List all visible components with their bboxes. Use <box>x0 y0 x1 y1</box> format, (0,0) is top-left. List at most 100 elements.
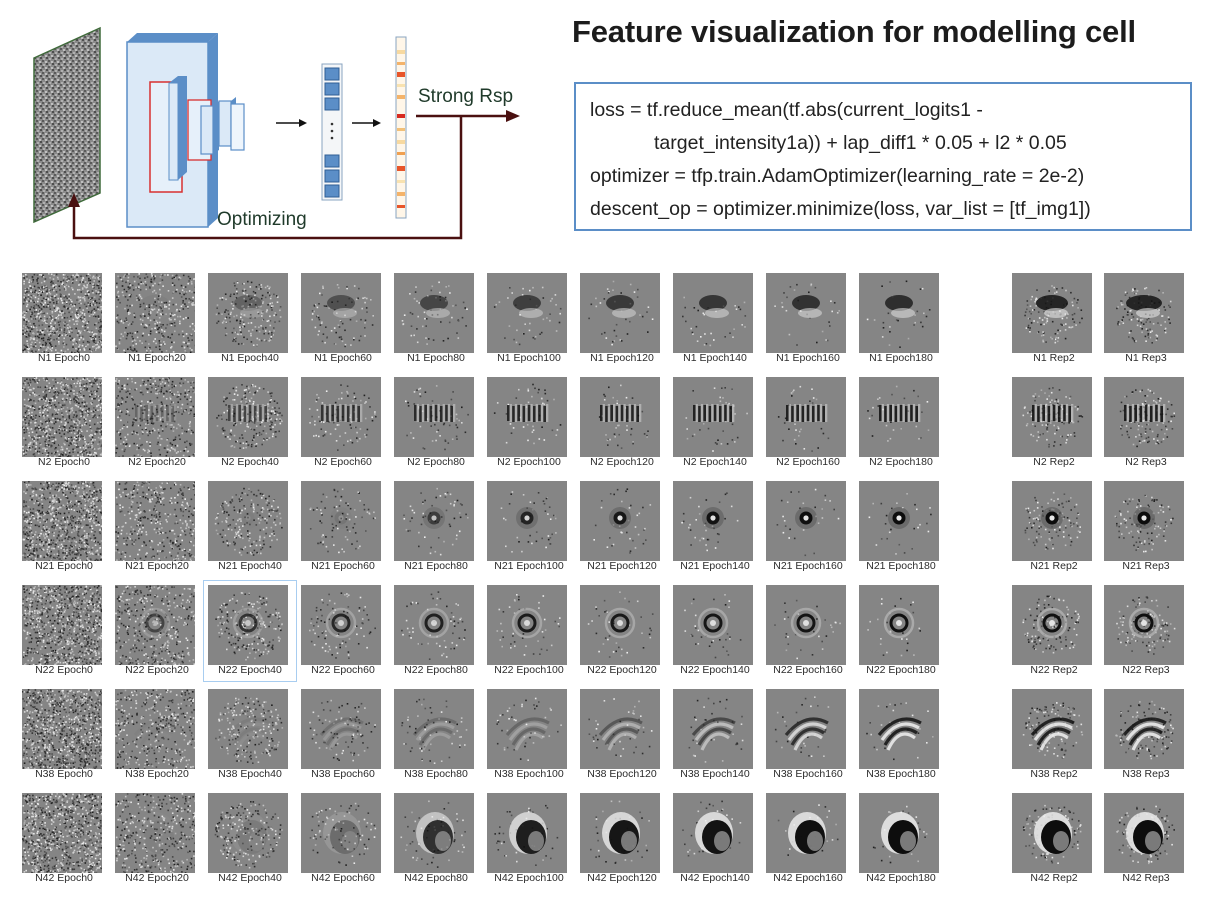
feature-image <box>208 585 288 665</box>
feature-image <box>301 377 381 457</box>
visualization-tile: N2 Epoch140 <box>669 373 761 473</box>
tile-caption: N2 Epoch60 <box>314 456 372 468</box>
feature-image <box>1104 377 1184 457</box>
feature-image <box>394 377 474 457</box>
code-line: optimizer = tfp.train.AdamOptimizer(lear… <box>590 165 1085 187</box>
tile-caption: N38 Epoch60 <box>311 768 375 780</box>
feature-image <box>859 273 939 353</box>
feature-image <box>859 793 939 873</box>
tile-caption: N2 Epoch180 <box>869 456 933 468</box>
visualization-tile: N1 Epoch20 <box>111 269 203 369</box>
feature-image <box>22 689 102 769</box>
tile-caption: N38 Epoch0 <box>35 768 93 780</box>
feature-image <box>487 273 567 353</box>
visualization-tile: N42 Epoch40 <box>204 789 296 889</box>
feature-image <box>1012 273 1092 353</box>
tile-caption: N42 Epoch60 <box>311 872 375 884</box>
tile-caption: N1 Epoch20 <box>128 352 186 364</box>
visualization-tile: N38 Rep2 <box>1008 685 1100 785</box>
feature-image <box>115 273 195 353</box>
tile-caption: N42 Epoch0 <box>35 872 93 884</box>
page-title: Feature visualization for modelling cell <box>572 14 1136 49</box>
tile-caption: N22 Epoch140 <box>680 664 750 676</box>
visualization-tile: N1 Epoch0 <box>18 269 110 369</box>
visualization-tile: N21 Rep3 <box>1100 477 1192 577</box>
visualization-tile: N2 Epoch160 <box>762 373 854 473</box>
tile-caption: N1 Epoch120 <box>590 352 654 364</box>
feature-image <box>22 585 102 665</box>
visualization-tile: N21 Epoch80 <box>390 477 482 577</box>
tile-caption: N21 Epoch180 <box>866 560 936 572</box>
visualization-tile: N1 Rep3 <box>1100 269 1192 369</box>
tile-caption: N38 Epoch40 <box>218 768 282 780</box>
visualization-tile: N42 Epoch100 <box>483 789 575 889</box>
feature-image <box>1012 585 1092 665</box>
feature-image <box>1012 481 1092 561</box>
tile-caption: N2 Epoch20 <box>128 456 186 468</box>
visualization-tile: N38 Epoch180 <box>855 685 947 785</box>
tile-caption: N22 Epoch40 <box>218 664 282 676</box>
tile-caption: N42 Epoch120 <box>587 872 657 884</box>
feature-image <box>22 481 102 561</box>
visualization-tile: N1 Epoch180 <box>855 269 947 369</box>
tile-caption: N2 Epoch40 <box>221 456 279 468</box>
feature-image <box>487 585 567 665</box>
feature-image <box>208 793 288 873</box>
visualization-tile: N22 Epoch80 <box>390 581 482 681</box>
visualization-tile: N2 Epoch60 <box>297 373 389 473</box>
visualization-tile: N2 Epoch180 <box>855 373 947 473</box>
tile-caption: N2 Epoch120 <box>590 456 654 468</box>
feature-image <box>487 377 567 457</box>
code-line: target_intensity1a)) + lap_diff1 * 0.05 … <box>654 132 1067 154</box>
visualization-tile: N2 Rep2 <box>1008 373 1100 473</box>
tile-caption: N21 Rep3 <box>1122 560 1170 572</box>
feature-image <box>673 377 753 457</box>
visualization-tile: N22 Epoch120 <box>576 581 668 681</box>
tile-caption: N1 Epoch60 <box>314 352 372 364</box>
feature-image <box>487 793 567 873</box>
feature-image <box>208 689 288 769</box>
code-box: loss = tf.reduce_mean(tf.abs(current_log… <box>574 82 1192 231</box>
tile-caption: N2 Epoch80 <box>407 456 465 468</box>
visualization-tile: N2 Epoch20 <box>111 373 203 473</box>
feature-image <box>115 793 195 873</box>
tile-caption: N42 Epoch80 <box>404 872 468 884</box>
visualization-tile: N42 Rep3 <box>1100 789 1192 889</box>
tile-caption: N1 Epoch80 <box>407 352 465 364</box>
visualization-tile: N21 Epoch100 <box>483 477 575 577</box>
visualization-tile: N2 Epoch0 <box>18 373 110 473</box>
visualization-tile: N22 Epoch40 <box>203 580 297 682</box>
feature-image <box>580 481 660 561</box>
visualization-tile: N21 Epoch0 <box>18 477 110 577</box>
tile-caption: N38 Epoch120 <box>587 768 657 780</box>
tile-caption: N21 Epoch140 <box>680 560 750 572</box>
tile-caption: N21 Epoch0 <box>35 560 93 572</box>
feature-image <box>115 689 195 769</box>
visualization-tile: N38 Epoch100 <box>483 685 575 785</box>
strong-response-label: Strong Rsp <box>418 86 514 107</box>
code-line: loss = tf.reduce_mean(tf.abs(current_log… <box>590 99 983 121</box>
tile-caption: N42 Epoch180 <box>866 872 936 884</box>
feature-image <box>115 377 195 457</box>
tile-caption: N42 Epoch140 <box>680 872 750 884</box>
feature-image <box>301 481 381 561</box>
visualization-tile: N42 Epoch0 <box>18 789 110 889</box>
visualization-tile: N42 Epoch20 <box>111 789 203 889</box>
visualization-tile: N1 Epoch60 <box>297 269 389 369</box>
feature-image <box>1012 689 1092 769</box>
tile-caption: N42 Epoch20 <box>125 872 189 884</box>
tile-caption: N21 Rep2 <box>1030 560 1078 572</box>
visualization-tile: N42 Epoch120 <box>576 789 668 889</box>
tile-caption: N42 Rep2 <box>1030 872 1078 884</box>
visualization-tile: N22 Rep3 <box>1100 581 1192 681</box>
visualization-tile: N21 Epoch40 <box>204 477 296 577</box>
tile-caption: N22 Epoch120 <box>587 664 657 676</box>
visualization-tile: N2 Epoch80 <box>390 373 482 473</box>
optimizing-label: Optimizing <box>217 209 307 230</box>
visualization-tile: N38 Epoch40 <box>204 685 296 785</box>
visualization-tile: N38 Epoch140 <box>669 685 761 785</box>
tile-caption: N22 Rep2 <box>1030 664 1078 676</box>
tile-caption: N2 Rep3 <box>1125 456 1167 468</box>
noise-input-image <box>33 26 101 224</box>
visualization-tile: N42 Rep2 <box>1008 789 1100 889</box>
